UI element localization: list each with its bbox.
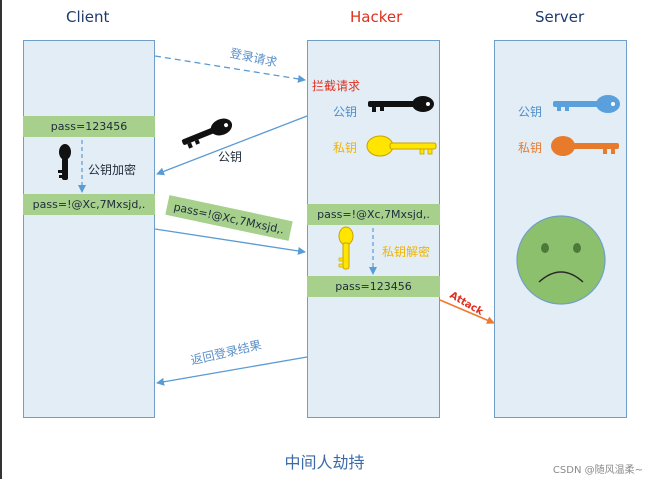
server-title: Server <box>535 8 585 26</box>
login-request-arrow <box>154 55 306 83</box>
private-key-decrypt-label: 私钥解密 <box>382 245 431 259</box>
hacker-public-key-label: 公钥 <box>333 105 358 119</box>
hacker-title: Hacker <box>350 8 403 26</box>
public-key-arrow <box>156 115 308 176</box>
intercept-request-label: 拦截请求 <box>312 79 361 93</box>
server-private-key-label: 私钥 <box>518 141 543 155</box>
left-edge-rule <box>0 0 2 479</box>
hacker-cipher-bar: pass=!@Xc,7Mxsjd,. <box>307 204 440 225</box>
client-title: Client <box>66 8 110 26</box>
diagram-caption: 中间人劫持 <box>284 453 365 472</box>
key-icon <box>366 135 437 157</box>
return-result-arrow <box>156 356 308 386</box>
key-icon <box>553 95 620 113</box>
key-icon <box>368 96 434 112</box>
client-cipher-bar: pass=!@Xc,7Mxsjd,. <box>23 194 155 215</box>
sad-face-icon <box>516 215 606 305</box>
hacker-plain-bar: pass=123456 <box>307 276 440 297</box>
watermark: CSDN @随风温柔~ <box>552 465 643 476</box>
hacker-private-key-label: 私钥 <box>333 141 358 155</box>
key-icon <box>338 226 354 270</box>
attack-arrow <box>439 299 495 324</box>
server-public-key-label: 公钥 <box>518 105 543 119</box>
public-key-encrypt-label: 公钥加密 <box>88 163 137 177</box>
sent-public-key-label: 公钥 <box>218 150 243 164</box>
client-plain-bar: pass=123456 <box>23 116 155 137</box>
key-icon <box>58 144 71 180</box>
key-icon <box>181 118 233 149</box>
cipher-transit-arrow <box>154 228 306 255</box>
key-icon <box>551 136 619 156</box>
client-column <box>23 40 155 418</box>
